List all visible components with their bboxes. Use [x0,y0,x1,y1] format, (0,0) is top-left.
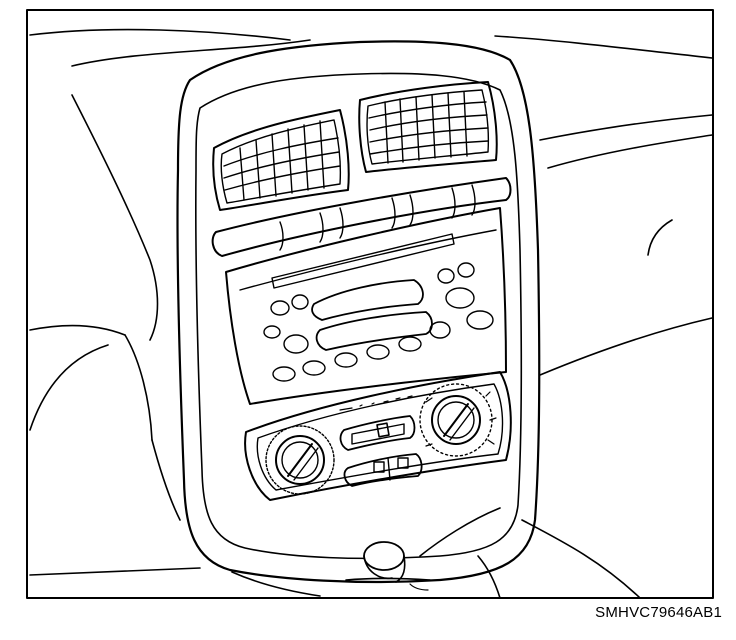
gear-shift-knob-icon [363,541,429,591]
figure-border [26,9,714,599]
left-air-vent-icon [212,109,350,211]
air-mode-slider-icon [339,395,416,451]
fan-speed-knob-icon [265,425,335,495]
figure-code: SMHVC79646AB1 [595,604,722,621]
recirculation-button-icon [343,453,423,487]
climate-control-panel [244,371,512,501]
radio-cassette-unit [225,207,507,405]
center-stack-bezel [176,40,541,584]
dashboard-left-panel [29,28,311,576]
button-strip [211,177,512,257]
temperature-knob-icon [419,383,497,457]
right-air-vent-icon [358,81,498,173]
